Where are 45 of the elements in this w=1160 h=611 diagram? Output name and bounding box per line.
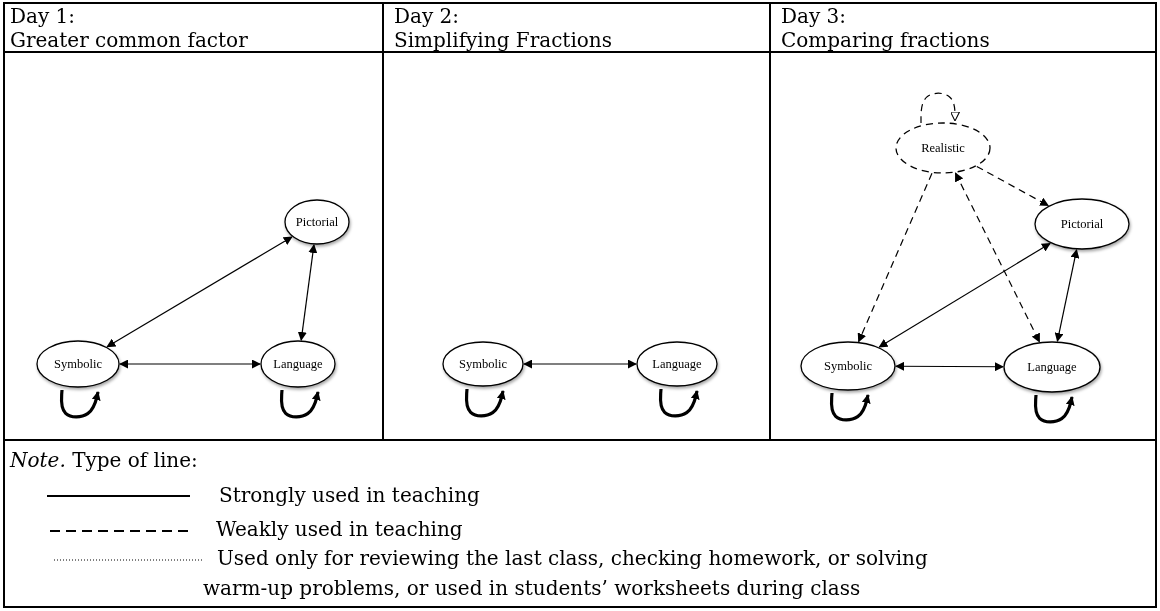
column-heading: Greater common factor: [10, 28, 248, 52]
arrow: [878, 242, 1051, 348]
concept-ellipse: [260, 340, 336, 388]
self-loop-arrow: [464, 388, 506, 418]
self-loop-arrow: [658, 388, 700, 418]
concept-ellipse: [1003, 341, 1101, 393]
node-label: Symbolic: [54, 356, 102, 372]
self-loop-arrow: [920, 92, 961, 124]
legend-text: Weakly used in teaching: [216, 516, 463, 543]
day-heading: Day 1:: [10, 4, 76, 28]
arrow: [106, 236, 293, 348]
concept-ellipse: [895, 122, 991, 174]
node-label: Pictorial: [295, 214, 339, 230]
node-label: Language: [1027, 359, 1077, 375]
day-heading: Day 2:: [394, 4, 460, 28]
concept-ellipse: [636, 341, 718, 387]
self-loop-arrow: [59, 389, 101, 419]
note-text: Note. Type of line:: [10, 448, 198, 472]
concept-ellipse: [442, 341, 524, 387]
self-loop-arrow: [829, 392, 871, 422]
concept-ellipse: [800, 341, 896, 391]
arrow: [895, 361, 1004, 372]
column-heading: Simplifying Fractions: [394, 28, 612, 52]
node-label: Symbolic: [824, 358, 872, 374]
node-label: Pictorial: [1060, 216, 1104, 232]
arrow: [857, 172, 933, 343]
arrow: [1054, 248, 1080, 343]
arrow: [523, 359, 637, 369]
node-label: Realistic: [921, 140, 965, 156]
arrow: [297, 244, 318, 341]
arrow: [976, 165, 1049, 207]
day-heading: Day 3:: [781, 4, 847, 28]
arrow: [119, 359, 261, 369]
concept-ellipse: [1034, 198, 1130, 250]
self-loop-arrow: [1033, 394, 1075, 424]
concept-ellipse: [36, 340, 120, 388]
node-label: Language: [273, 356, 323, 372]
column-heading: Comparing fractions: [781, 28, 990, 52]
node-label: Symbolic: [459, 356, 507, 372]
legend-text: Strongly used in teaching: [219, 482, 480, 509]
arrow: [954, 172, 1041, 343]
node-label: Language: [652, 356, 702, 372]
legend-text: Used only for reviewing the last class, checking homework, or solving warm-up problems, or used in students’ worksheets during class: [203, 545, 929, 602]
self-loop-arrow: [279, 389, 321, 419]
concept-ellipse: [284, 199, 350, 245]
